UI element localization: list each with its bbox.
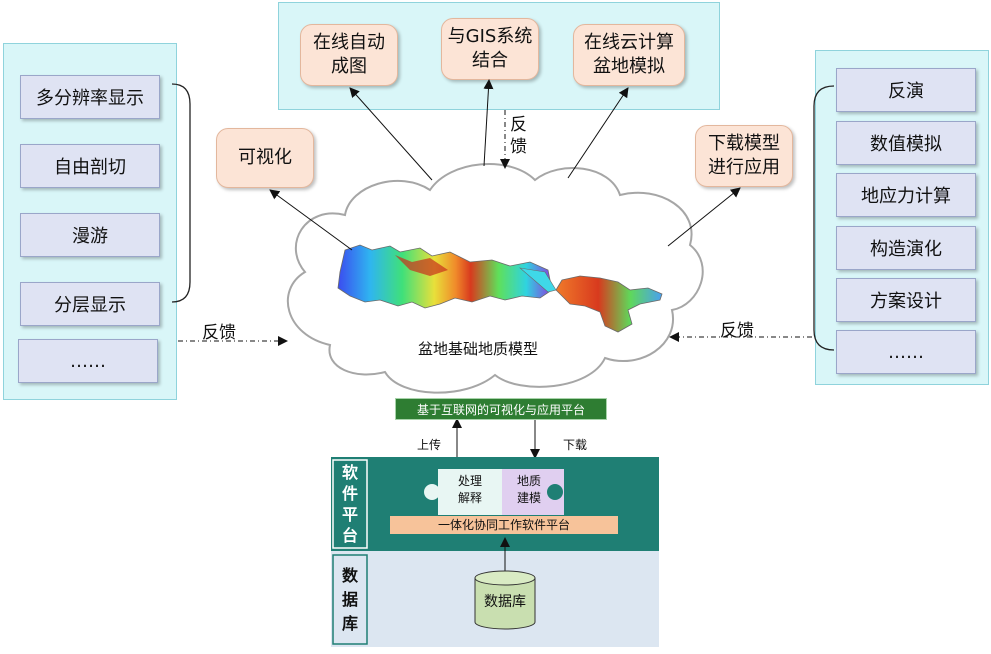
left-item-multires: 多分辨率显示 — [20, 75, 160, 119]
arrow-to-auto-mapping — [349, 87, 433, 181]
right-bracket — [813, 85, 835, 351]
database-cylinder — [474, 578, 536, 630]
left-item-roaming: 漫游 — [20, 213, 160, 257]
top-item-gis: 与GIS系统 结合 — [441, 18, 539, 80]
integrated-platform-bar — [390, 516, 618, 534]
puzzle-left-piece — [438, 469, 502, 515]
software-platform-label: 软 件 平 台 — [341, 463, 358, 545]
feedback-label-right: 反馈 — [720, 321, 754, 341]
top-item-auto-mapping: 在线自动 成图 — [300, 24, 398, 86]
terrain-east — [555, 275, 663, 333]
integrated-platform-label: 一体化协同工作软件平台 — [437, 518, 570, 532]
database-cylinder-label: 数据库 — [484, 594, 526, 610]
arrow-to-download-model — [667, 187, 741, 247]
feedback-label-top: 反 馈 — [510, 115, 527, 157]
top-item-cloud-sim: 在线云计算 盆地模拟 — [573, 24, 685, 86]
right-item-tectonic: 构造演化 — [836, 226, 976, 270]
arrow-to-visualize — [269, 189, 353, 251]
puzzle-right-label: 地质 建模 — [516, 474, 541, 505]
internet-platform-bar: 基于互联网的可视化与应用平台 — [395, 398, 607, 420]
right-item-stress: 地应力计算 — [836, 173, 976, 217]
database-side-label: 数 据 库 — [341, 566, 358, 633]
arrow-to-gis — [483, 79, 494, 167]
feedback-label-left: 反馈 — [202, 323, 236, 343]
visualize-box: 可视化 — [216, 128, 314, 188]
download-label: 下载 — [563, 438, 588, 452]
cloud-label: 盆地基础地质模型 — [418, 340, 539, 358]
left-item-free-cut: 自由剖切 — [20, 144, 160, 188]
right-item-scheme: 方案设计 — [836, 278, 976, 322]
download-model-box: 下载模型 进行应用 — [695, 125, 793, 187]
database-side — [332, 554, 368, 645]
left-bracket — [171, 83, 191, 303]
right-item-inversion: 反演 — [836, 68, 976, 112]
right-item-more: …… — [836, 330, 976, 374]
upload-label: 上传 — [417, 438, 442, 452]
terrain-main — [337, 244, 553, 309]
right-item-numerical: 数值模拟 — [836, 121, 976, 165]
puzzle-left-label: 处理 解释 — [457, 474, 482, 505]
software-platform-side — [332, 459, 368, 549]
left-item-more: …… — [18, 339, 158, 383]
left-item-layered: 分层显示 — [20, 282, 160, 326]
arrow-to-cloud-sim — [567, 87, 629, 179]
